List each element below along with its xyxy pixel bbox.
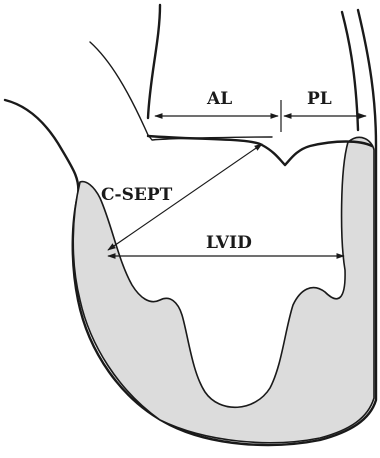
septal-wall xyxy=(73,137,374,442)
vessel-right xyxy=(342,12,358,130)
mitral-cusp xyxy=(148,136,372,165)
pl-label: PL xyxy=(307,89,332,109)
lvid-label: LVID xyxy=(206,233,252,253)
vessel-left xyxy=(148,5,160,118)
al-label: AL xyxy=(206,89,232,109)
c-sept-label: C-SEPT xyxy=(101,185,173,205)
aortic-wall-upper xyxy=(90,42,148,135)
